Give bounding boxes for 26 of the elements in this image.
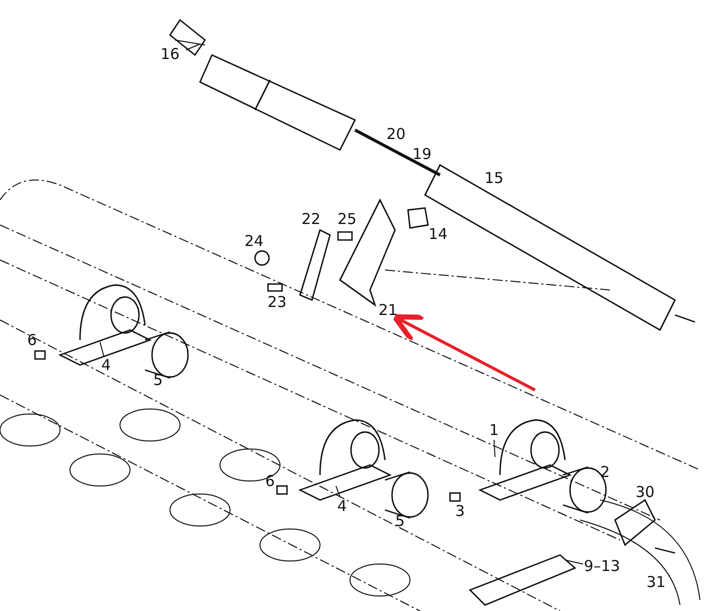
callout-number: 14 [428, 226, 448, 242]
callout-number: 22 [301, 211, 321, 227]
arrow [392, 314, 536, 392]
callout-number: 31 [646, 574, 666, 590]
callout-number: 15 [484, 170, 504, 186]
callout-number: 25 [337, 211, 357, 227]
callout-number: 24 [244, 233, 264, 249]
callout-number: 6 [27, 332, 37, 348]
callout-number: 21 [378, 302, 398, 318]
callout-number: 4 [337, 498, 347, 514]
callout-number: 4 [101, 357, 111, 373]
callout-number: 19 [412, 146, 432, 162]
callout-number: 1 [489, 422, 499, 438]
leader-line [186, 44, 200, 50]
callout-number: 6 [265, 473, 275, 489]
callout-number: 20 [386, 126, 406, 142]
leader-line [564, 560, 584, 564]
callout-number: 30 [635, 484, 655, 500]
callout-number: 2 [600, 464, 610, 480]
callout-number: 23 [267, 294, 287, 310]
leader-line [336, 486, 340, 498]
callout-number: 9–13 [584, 558, 620, 574]
callout-number: 16 [160, 46, 180, 62]
leader-line [100, 342, 104, 358]
callout-number: 3 [455, 503, 465, 519]
leader-line [494, 440, 496, 458]
